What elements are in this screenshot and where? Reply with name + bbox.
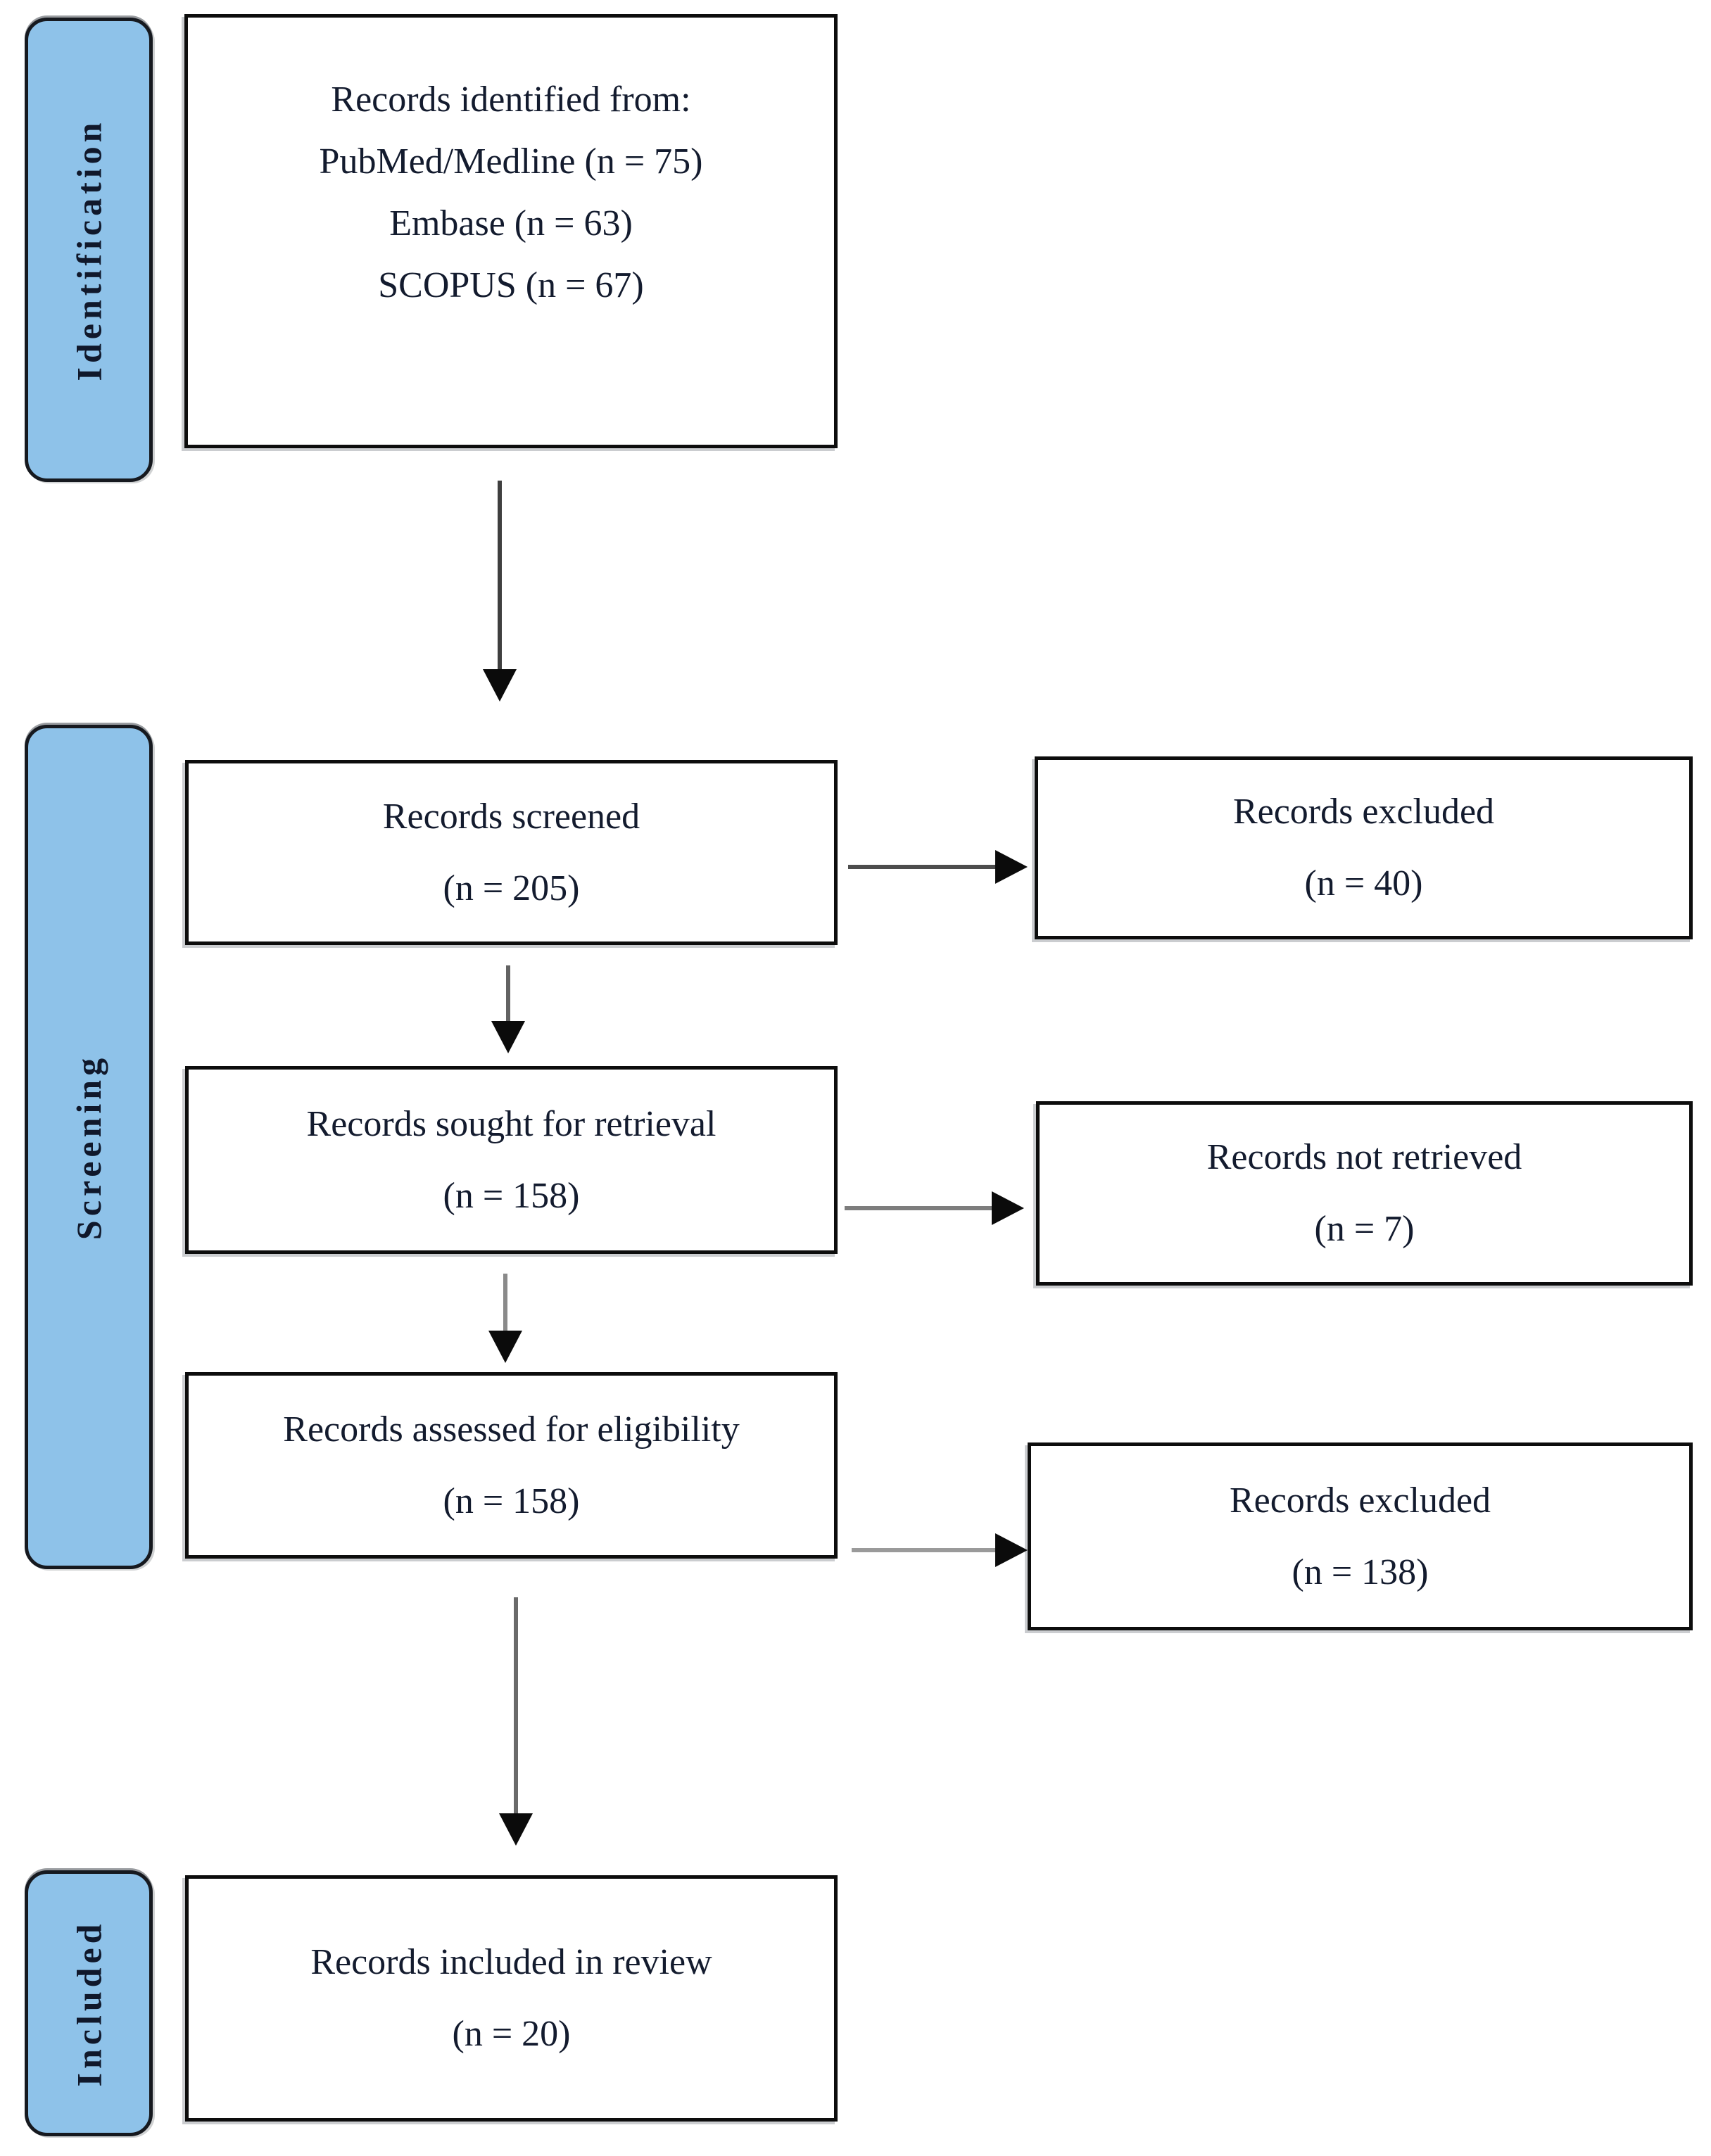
arrowhead-down-icon bbox=[483, 669, 517, 702]
box-records-identified: Records identified from: PubMed/Medline … bbox=[184, 14, 838, 448]
box-line: PubMed/Medline (n = 75) bbox=[319, 141, 703, 182]
stage-label-screening: Screening bbox=[25, 725, 153, 1569]
arrow-shaft-assessed-to-included bbox=[514, 1597, 518, 1817]
box-line: (n = 205) bbox=[443, 868, 580, 908]
box-line: Records excluded bbox=[1229, 1480, 1491, 1521]
box-records-not-retrieved: Records not retrieved (n = 7) bbox=[1036, 1101, 1693, 1286]
arrow-shaft-screened-to-sought bbox=[506, 965, 510, 1023]
arrowhead-down-icon bbox=[488, 1331, 522, 1363]
box-line: (n = 158) bbox=[443, 1175, 580, 1216]
box-line: Records sought for retrieval bbox=[306, 1103, 716, 1144]
stage-label-screening-text: Screening bbox=[69, 1053, 108, 1241]
arrow-shaft-sought-to-assessed bbox=[503, 1274, 507, 1333]
box-line: (n = 7) bbox=[1314, 1209, 1415, 1249]
arrow-shaft-identified-to-screened bbox=[498, 481, 502, 672]
stage-label-included-text: Included bbox=[69, 1920, 108, 2087]
arrow-shaft-sought-to-not-retrieved bbox=[845, 1206, 994, 1210]
stage-label-identification: Identification bbox=[25, 18, 153, 482]
arrow-shaft-assessed-to-excluded bbox=[852, 1548, 997, 1552]
arrowhead-down-icon bbox=[491, 1021, 525, 1053]
box-line: Records identified from: bbox=[331, 79, 691, 120]
box-line: Records not retrieved bbox=[1206, 1137, 1522, 1177]
arrowhead-down-icon bbox=[499, 1813, 533, 1846]
box-records-screened: Records screened (n = 205) bbox=[185, 760, 838, 945]
stage-label-identification-text: Identification bbox=[69, 118, 108, 381]
box-records-excluded-screening: Records excluded (n = 40) bbox=[1035, 756, 1693, 939]
box-line: Records screened bbox=[382, 796, 640, 837]
box-line: Records included in review bbox=[310, 1942, 712, 1982]
box-line: Records excluded bbox=[1232, 792, 1495, 832]
box-records-excluded-eligibility: Records excluded (n = 138) bbox=[1028, 1442, 1693, 1630]
box-line: SCOPUS (n = 67) bbox=[378, 265, 644, 305]
arrowhead-right-icon bbox=[992, 1191, 1024, 1225]
arrowhead-right-icon bbox=[995, 1533, 1028, 1567]
box-records-assessed-for-eligibility: Records assessed for eligibility (n = 15… bbox=[185, 1372, 838, 1559]
box-line: (n = 20) bbox=[452, 2014, 571, 2054]
stage-label-included: Included bbox=[25, 1870, 153, 2136]
box-line: Embase (n = 63) bbox=[389, 203, 633, 243]
box-records-included-in-review: Records included in review (n = 20) bbox=[185, 1875, 838, 2122]
box-line: (n = 158) bbox=[443, 1480, 580, 1521]
arrow-shaft-screened-to-excluded bbox=[848, 865, 997, 869]
box-records-sought-for-retrieval: Records sought for retrieval (n = 158) bbox=[185, 1066, 838, 1254]
box-line: Records assessed for eligibility bbox=[283, 1409, 740, 1450]
box-line: (n = 138) bbox=[1292, 1552, 1429, 1592]
box-line: (n = 40) bbox=[1304, 863, 1423, 903]
arrowhead-right-icon bbox=[995, 850, 1028, 884]
